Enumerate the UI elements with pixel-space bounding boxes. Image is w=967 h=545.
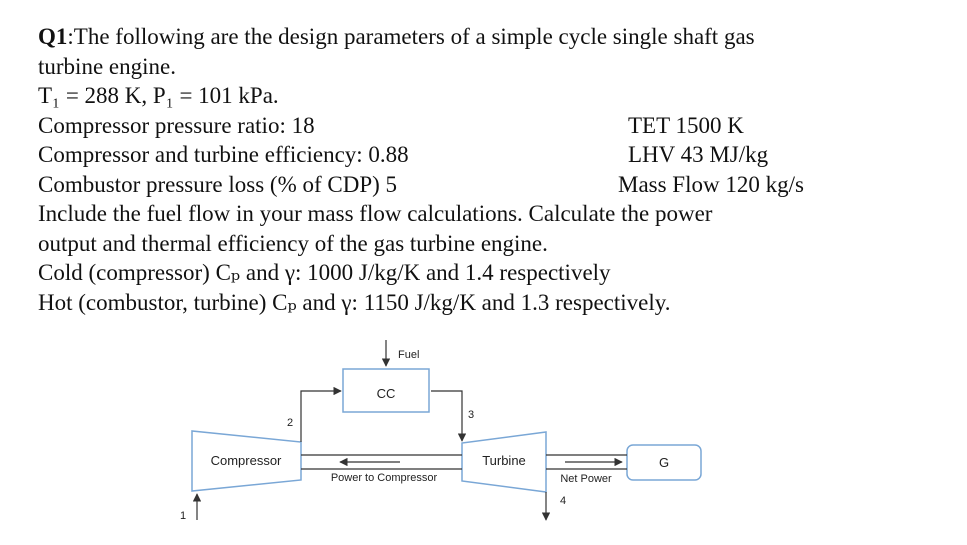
- question-line-intro: Q1:The following are the design paramete…: [38, 24, 755, 49]
- question-row-eff: Compressor and turbine efficiency: 0.88 …: [38, 140, 823, 170]
- pressure-ratio-text: Compressor pressure ratio: 18: [38, 112, 315, 138]
- generator-box: [626, 444, 702, 481]
- question-label: Q1: [38, 24, 68, 49]
- compressor-label: Compressor: [211, 453, 282, 468]
- question-text: Q1:The following are the design paramete…: [38, 22, 938, 317]
- question-row-ploss: Combustor pressure loss (% of CDP) 5 Mas…: [38, 170, 823, 200]
- station-3-label: 3: [468, 409, 474, 421]
- question-line-intro2: turbine engine.: [38, 53, 176, 79]
- question-row-pr: Compressor pressure ratio: 18 TET 1500 K: [38, 111, 823, 141]
- compressor-shape: [191, 430, 302, 492]
- pressure-loss-text: Combustor pressure loss (% of CDP) 5: [38, 171, 398, 197]
- efficiency-text: Compressor and turbine efficiency: 0.88: [38, 142, 409, 167]
- turbine-label: Turbine: [482, 453, 526, 468]
- station-2-label: 2: [287, 417, 293, 429]
- station-1-label: 1: [180, 510, 186, 522]
- station-4-label: 4: [560, 495, 566, 507]
- question-line-include2: output and thermal efficiency of the gas…: [38, 230, 548, 256]
- lhv-text: LHV 43 MJ/kg: [628, 142, 769, 167]
- flow-2-line: [300, 386, 342, 442]
- mass-flow-text: Mass Flow 120 kg/s: [618, 171, 804, 197]
- question-line-conditions: T₁ = 288 K, P₁ = 101 kPa.: [38, 83, 279, 108]
- flow-3-line: [431, 390, 467, 442]
- tet-text: TET 1500 K: [628, 112, 744, 138]
- power-to-compressor-label: Power to Compressor: [331, 472, 438, 484]
- generator-label: G: [659, 455, 669, 470]
- question-line-cold: Cold (compressor) Cₚ and γ: 1000 J/kg/K …: [38, 260, 611, 285]
- combustor-box: [342, 368, 430, 413]
- question-line-hot: Hot (combustor, turbine) Cₚ and γ: 1150 …: [38, 289, 671, 315]
- fuel-label: Fuel: [398, 349, 419, 361]
- combustor-label: CC: [377, 386, 396, 401]
- net-power-label: Net Power: [560, 473, 612, 485]
- question-line-include: Include the fuel flow in your mass flow …: [38, 201, 713, 226]
